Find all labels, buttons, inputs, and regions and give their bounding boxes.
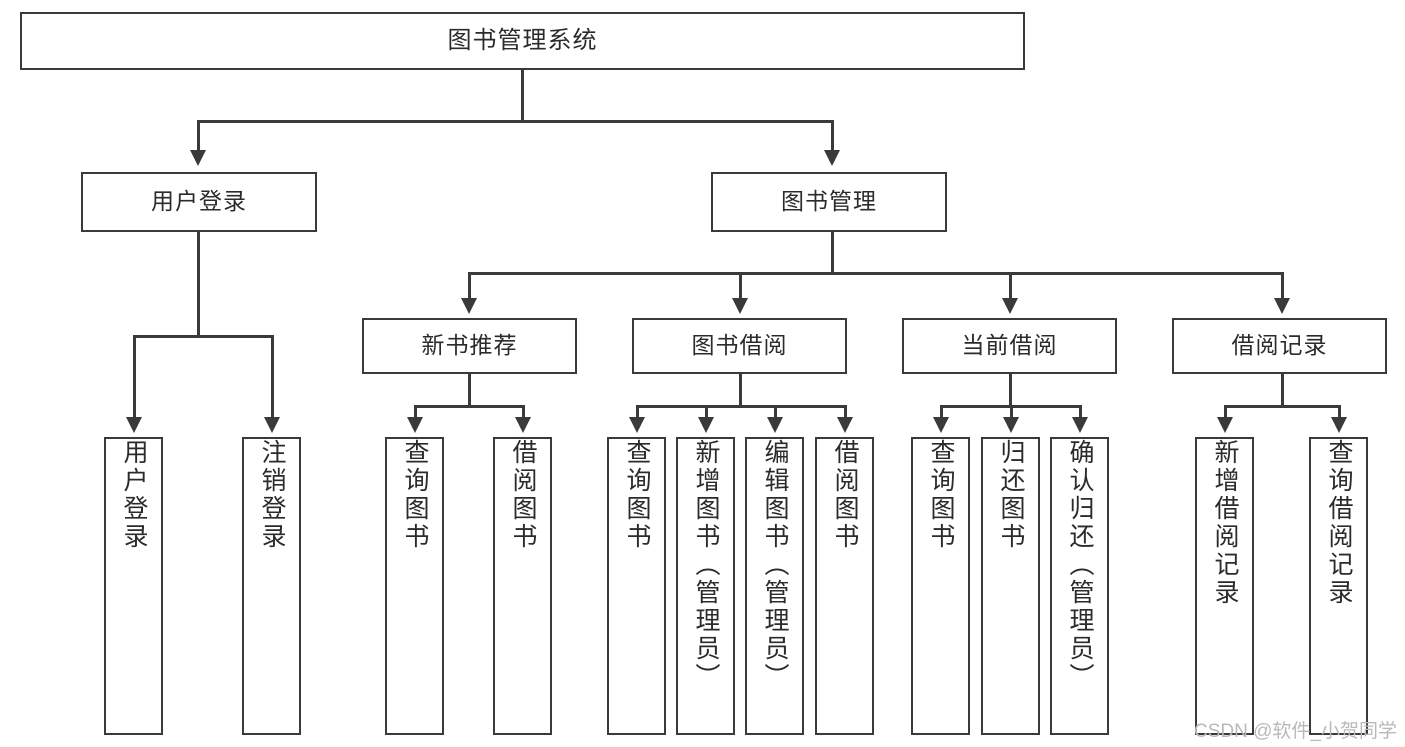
arrowhead-icon: [837, 417, 853, 433]
node-label: 新书推荐: [421, 332, 518, 359]
arrowhead-icon: [732, 298, 748, 314]
node-borrow-record[interactable]: 借阅记录: [1172, 318, 1387, 374]
arrowhead-icon: [767, 417, 783, 433]
connector-current-borrow-stem: [1009, 374, 1012, 405]
node-label: 当前借阅: [961, 332, 1058, 359]
leaf-edit-book-admin[interactable]: 编辑图书（管理员）: [745, 437, 804, 735]
connector-user-login-child-1: [133, 335, 136, 421]
connector-cb-child-1: [940, 405, 943, 421]
node-label: 归还图书: [997, 439, 1025, 551]
arrowhead-icon: [933, 417, 949, 433]
connector-new-book-stem: [468, 374, 471, 405]
connector-cb-child-3: [1079, 405, 1082, 421]
node-label: 查询借阅记录: [1325, 439, 1353, 607]
node-label: 图书借阅: [691, 332, 788, 359]
connector-bm-to-borrow-record: [1281, 272, 1284, 302]
connector-bb-child-3: [774, 405, 777, 421]
arrowhead-icon: [1217, 417, 1233, 433]
arrowhead-icon: [190, 150, 206, 166]
node-label: 图书管理系统: [447, 26, 598, 54]
connector-bm-to-new-book: [468, 272, 471, 302]
connector-user-login-bus: [133, 335, 273, 338]
connector-br-child-2: [1338, 405, 1341, 421]
node-label: 用户登录: [120, 439, 148, 551]
node-label: 查询图书: [401, 439, 429, 551]
connector-bm-to-book-borrow: [739, 272, 742, 302]
arrowhead-icon: [629, 417, 645, 433]
connector-nb-child-2: [522, 405, 525, 421]
leaf-borrow-book-nb[interactable]: 借阅图书: [493, 437, 552, 735]
arrowhead-icon: [1002, 298, 1018, 314]
connector-user-login-stem: [197, 232, 200, 335]
connector-book-management-stem: [831, 232, 834, 272]
connector-user-login-child-2: [271, 335, 274, 421]
leaf-query-book-bb[interactable]: 查询图书: [607, 437, 666, 735]
node-book-borrow[interactable]: 图书借阅: [632, 318, 847, 374]
connector-bb-child-2: [705, 405, 708, 421]
node-current-borrow[interactable]: 当前借阅: [902, 318, 1117, 374]
leaf-query-borrow-record[interactable]: 查询借阅记录: [1309, 437, 1368, 735]
node-label: 借阅图书: [831, 439, 859, 551]
node-label: 查询图书: [623, 439, 651, 551]
arrowhead-icon: [126, 417, 142, 433]
arrowhead-icon: [1274, 298, 1290, 314]
node-label: 确认归还（管理员）: [1066, 439, 1094, 691]
node-book-management[interactable]: 图书管理: [711, 172, 947, 232]
connector-root-stem: [521, 70, 524, 120]
leaf-add-borrow-record[interactable]: 新增借阅记录: [1195, 437, 1254, 735]
node-label: 新增图书（管理员）: [692, 439, 720, 691]
node-label: 图书管理: [781, 188, 877, 215]
node-label: 用户登录: [151, 188, 247, 215]
arrowhead-icon: [407, 417, 423, 433]
leaf-add-book-admin[interactable]: 新增图书（管理员）: [676, 437, 735, 735]
connector-borrow-record-bus: [1224, 405, 1340, 408]
connector-cb-child-2: [1010, 405, 1013, 421]
connector-bm-to-current-borrow: [1009, 272, 1012, 302]
node-label: 借阅图书: [509, 439, 537, 551]
node-label: 新增借阅记录: [1211, 439, 1239, 607]
connector-br-child-1: [1224, 405, 1227, 421]
connector-book-borrow-bus: [636, 405, 846, 408]
connector-bb-child-4: [844, 405, 847, 421]
arrowhead-icon: [824, 150, 840, 166]
connector-borrow-record-stem: [1281, 374, 1284, 405]
arrowhead-icon: [1003, 417, 1019, 433]
arrowhead-icon: [1331, 417, 1347, 433]
arrowhead-icon: [461, 298, 477, 314]
connector-book-management-bus: [468, 272, 1284, 275]
connector-new-book-bus: [414, 405, 524, 408]
connector-book-borrow-stem: [739, 374, 742, 405]
arrowhead-icon: [515, 417, 531, 433]
connector-root-to-user-login: [197, 120, 200, 154]
leaf-return-book[interactable]: 归还图书: [981, 437, 1040, 735]
node-label: 编辑图书（管理员）: [761, 439, 789, 691]
node-new-book-recommend[interactable]: 新书推荐: [362, 318, 577, 374]
connector-root-to-book-management: [831, 120, 834, 154]
leaf-user-login[interactable]: 用户登录: [104, 437, 163, 735]
arrowhead-icon: [698, 417, 714, 433]
connector-nb-child-1: [414, 405, 417, 421]
connector-bb-child-1: [636, 405, 639, 421]
leaf-query-book-nb[interactable]: 查询图书: [385, 437, 444, 735]
node-label: 借阅记录: [1231, 332, 1328, 359]
node-label: 注销登录: [258, 439, 286, 551]
node-label: 查询图书: [927, 439, 955, 551]
node-user-login[interactable]: 用户登录: [81, 172, 317, 232]
arrowhead-icon: [1072, 417, 1088, 433]
leaf-query-book-cb[interactable]: 查询图书: [911, 437, 970, 735]
arrowhead-icon: [264, 417, 280, 433]
leaf-confirm-return-admin[interactable]: 确认归还（管理员）: [1050, 437, 1109, 735]
node-root-book-management-system[interactable]: 图书管理系统: [20, 12, 1025, 70]
connector-root-bus: [197, 120, 833, 123]
leaf-logout[interactable]: 注销登录: [242, 437, 301, 735]
leaf-borrow-book-bb[interactable]: 借阅图书: [815, 437, 874, 735]
